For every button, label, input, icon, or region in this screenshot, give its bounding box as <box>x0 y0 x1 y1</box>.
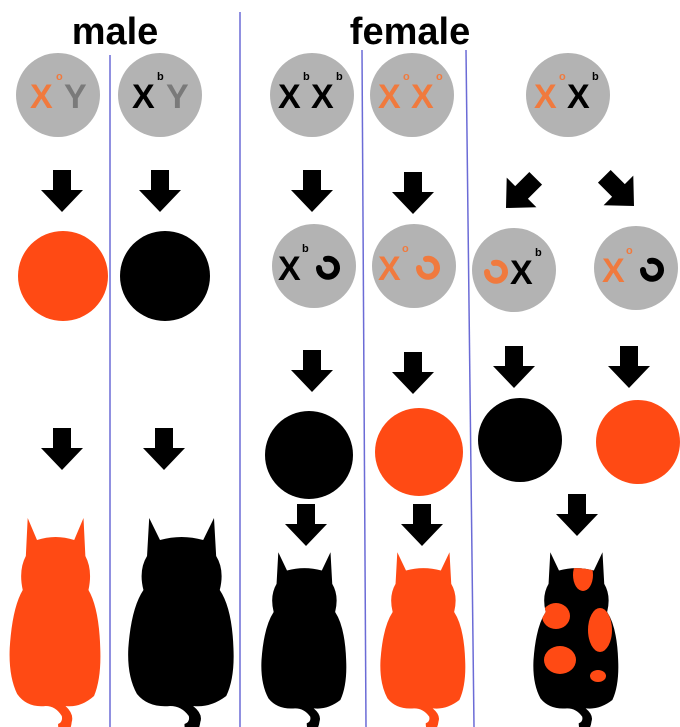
x-chromosome-label: X <box>378 78 401 116</box>
orange-patch <box>573 559 593 591</box>
x-chromosome-label: X <box>411 78 434 116</box>
cell-active-orange-x: X o <box>372 224 456 308</box>
divider-line <box>465 49 475 727</box>
x-chromosome-label: X <box>567 78 590 116</box>
down-arrow-icon <box>139 170 181 212</box>
down-arrow-icon <box>493 346 535 388</box>
cell-active-black-x: X b <box>272 224 356 308</box>
cell-circle <box>16 53 100 137</box>
x-chromosome-label: X <box>602 252 625 290</box>
cell-circle <box>526 53 610 137</box>
x-chromosome-label: X <box>510 254 533 292</box>
down-arrow-icon <box>556 494 598 536</box>
divider-lines <box>109 12 475 727</box>
allele-orange-label: o <box>403 71 410 83</box>
allele-orange-label: o <box>559 71 566 83</box>
x-chromosome-label: X <box>132 78 155 116</box>
down-arrow-icon <box>392 352 434 394</box>
orange-fur-circle <box>18 231 108 321</box>
y-chromosome-label: Y <box>64 78 87 116</box>
cell-circle <box>118 53 202 137</box>
orange-patch <box>590 670 606 682</box>
x-chromosome-label: X <box>278 78 301 116</box>
down-arrow-icon <box>401 504 443 546</box>
genotype-cell-female-black: X b X b <box>270 53 354 137</box>
down-arrow-icon <box>41 428 83 470</box>
cell-active-orange-x-het: X o <box>594 226 678 310</box>
allele-orange-label: o <box>56 71 63 83</box>
orange-fur-circle <box>596 400 680 484</box>
allele-black-label: b <box>157 71 164 83</box>
female-header: female <box>350 11 470 53</box>
genotype-cell-female-heterozygous: X o X b <box>526 53 610 137</box>
allele-orange-label: o <box>436 71 443 83</box>
down-arrow-icon <box>392 172 434 214</box>
male-header: male <box>72 11 159 53</box>
black-fur-circle <box>478 398 562 482</box>
black-fur-circle <box>120 231 210 321</box>
orange-patch <box>588 608 612 652</box>
allele-black-label: b <box>302 243 309 255</box>
x-chromosome-label: X <box>534 78 557 116</box>
allele-black-label: b <box>303 71 310 83</box>
allele-black-label: b <box>535 247 542 259</box>
black-cat-silhouette-icon <box>128 518 234 727</box>
orange-cat-silhouette-icon <box>9 518 101 727</box>
cell-circle <box>594 226 678 310</box>
orange-fur-circle <box>375 408 463 496</box>
cell-circle <box>370 53 454 137</box>
down-arrow-icon <box>291 350 333 392</box>
down-arrow-icon <box>285 504 327 546</box>
black-cat-silhouette-icon <box>261 552 347 727</box>
y-chromosome-label: Y <box>166 78 189 116</box>
cell-active-black-x-het: X b <box>472 228 556 312</box>
allele-black-label: b <box>592 71 599 83</box>
cell-circle <box>270 53 354 137</box>
orange-patch <box>544 646 576 674</box>
down-arrow-icon <box>143 428 185 470</box>
down-arrow-icon <box>589 161 649 221</box>
allele-black-label: b <box>336 71 343 83</box>
black-fur-circle <box>265 411 353 499</box>
orange-cat-silhouette-icon <box>380 552 466 727</box>
genotype-cell-male-black: X b Y <box>118 53 202 137</box>
x-chromosome-label: X <box>311 78 334 116</box>
down-arrow-icon <box>491 163 551 223</box>
cell-circle <box>272 224 356 308</box>
cell-circle <box>472 228 556 312</box>
x-chromosome-label: X <box>278 250 301 288</box>
down-arrow-icon <box>291 170 333 212</box>
divider-line <box>361 49 367 727</box>
allele-orange-label: o <box>402 243 409 255</box>
down-arrow-icon <box>608 346 650 388</box>
x-chromosome-label: X <box>30 78 53 116</box>
calico-cat-silhouette-icon <box>533 552 619 727</box>
cell-circle <box>372 224 456 308</box>
x-chromosome-label: X <box>378 250 401 288</box>
down-arrow-icon <box>41 170 83 212</box>
allele-orange-label: o <box>626 245 633 257</box>
genotype-cell-male-orange: X o Y <box>16 53 100 137</box>
genotype-cell-female-orange: X o X o <box>370 53 454 137</box>
orange-patch <box>542 603 570 629</box>
